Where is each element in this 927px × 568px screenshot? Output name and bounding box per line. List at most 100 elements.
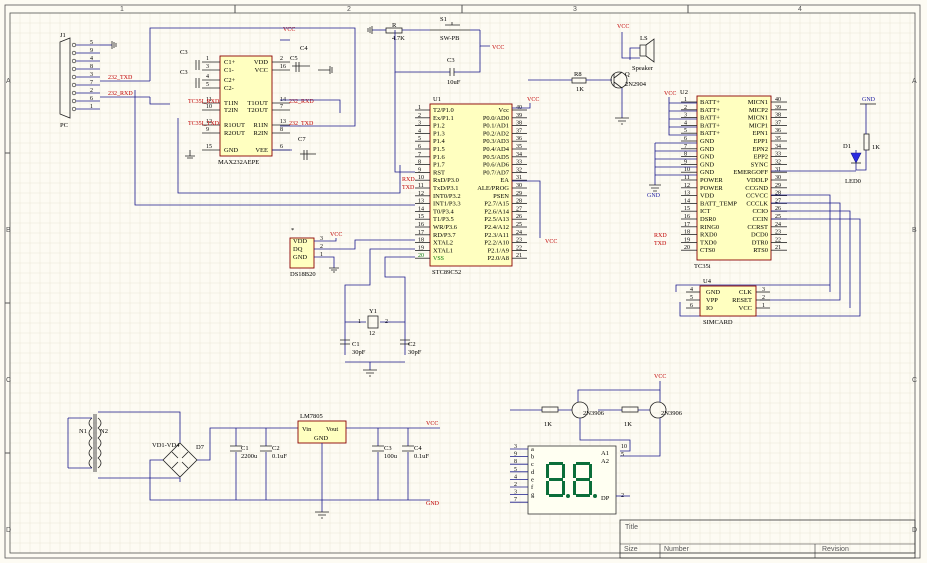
u2-pin-right-27: CCCLK [746, 200, 768, 207]
seg-pin-5: 5 [621, 452, 624, 458]
u2-pinnum-right-28: 28 [775, 191, 781, 197]
u2-pin-left-6: GND [700, 138, 714, 145]
u2-pin-right-21: RTS0 [753, 247, 768, 254]
u1-pin-right-36: P0.3/AD3 [483, 138, 509, 145]
u1-pin-left-15: T1/P3.5 [433, 216, 454, 223]
u1-pinnum-left-20: 20 [418, 253, 424, 259]
resistor-r8-value: 1K [576, 86, 584, 93]
u2-pin-left-19: TXD0 [700, 239, 717, 246]
u1-pinnum-left-1: 1 [418, 105, 421, 111]
u2-pinnum-left-18: 18 [684, 230, 690, 236]
u4-pinnum-left-2: 6 [690, 303, 693, 309]
u2-pinnum-left-2: 2 [684, 105, 687, 111]
max232-pin-vee: VEE [255, 147, 268, 154]
u2-name: TC35i [694, 263, 711, 270]
u1-pinnum-left-13: 13 [418, 199, 424, 205]
u1-pin-left-6: P1.5 [433, 146, 445, 153]
drawing-frame: 1 2 3 4 A B C D A B C D [4, 4, 921, 559]
u2-pinnum-left-16: 16 [684, 214, 690, 220]
u1-pin-left-10: RxD/P3.0 [433, 177, 459, 184]
seg-pinnum-5: 2 [514, 482, 517, 488]
u1-pin-left-9: RST [433, 169, 445, 176]
u1-pin-right-38: P0.1/AD1 [483, 123, 509, 130]
speaker-label: Speaker [632, 65, 654, 72]
cap-c2-power: C2 [272, 445, 280, 452]
u4-pin-reset: RESET [732, 297, 752, 304]
u2-pin-right-25: CCIN [752, 216, 768, 223]
crystal-pin-12: 12 [369, 331, 375, 337]
u2-pin-left-10: GND [700, 169, 714, 176]
u2-pin-right-37: MICP1 [749, 122, 768, 129]
j1-pin-8: 8 [90, 64, 93, 70]
max232-pin-vcc: VCC [255, 67, 268, 74]
u1-pin-right-32: P0.7/AD7 [483, 169, 510, 176]
u2-pin-left-5: BATT+ [700, 130, 720, 137]
led-label: LED0 [845, 178, 861, 185]
max232-pinnum-7: 9 [206, 127, 209, 133]
u1-pinnum-left-2: 2 [418, 113, 421, 119]
seg-1-4 [546, 481, 549, 495]
ds18b20-pinnum-1: 2 [320, 244, 323, 250]
max232-pinnum-0: 1 [206, 56, 209, 62]
j1-pin-1: 1 [90, 104, 93, 110]
max232-ic: C1+C1-C2+C2-T1INT2INR1OUTR2OUTGNDVDDVCCT… [134, 27, 415, 206]
u2-pinnum-right-37: 37 [775, 120, 781, 126]
u2-rxd-net: RXD [654, 233, 667, 239]
u2-pinnum-left-3: 3 [684, 113, 687, 119]
u1-pin-right-22: P2.1/A9 [488, 247, 510, 254]
seg-2-3 [576, 494, 590, 497]
max232-pinnum-8: 15 [206, 144, 212, 150]
u1-pinnum-right-21: 21 [516, 253, 522, 259]
led-gnd-label: GND [862, 97, 876, 103]
u1-pinnum-left-3: 3 [418, 121, 421, 127]
cap-c4-power-value: 0.1uF [414, 453, 429, 460]
u1-pin-right-28: P2.7/A15 [484, 201, 509, 208]
seg-pin-g: g [531, 492, 535, 499]
u2-pin-left-3: BATT+ [700, 115, 720, 122]
cap-c1-power: C1 [241, 445, 249, 452]
u2-pinnum-right-27: 27 [775, 198, 781, 204]
row-label-b: B [6, 227, 11, 234]
u2-pinnum-right-32: 32 [775, 159, 781, 165]
u2-body [696, 95, 772, 261]
switch-vcc-label: VCC [492, 45, 504, 51]
cap-c3-b: C3 [180, 69, 188, 76]
column-label-2: 2 [347, 6, 351, 13]
transformer-n1: N1 [79, 428, 87, 435]
row-label-d-right: D [912, 527, 917, 534]
u4-name: SIMCARD [703, 319, 733, 326]
crystal-pin-1: 1 [358, 319, 361, 325]
u4-pin-vcc: VCC [739, 305, 752, 312]
lm7805-vout: Vout [326, 426, 338, 433]
seg-dp-label: DP [601, 495, 610, 502]
u1-pinnum-right-36: 36 [516, 136, 522, 142]
u2-pinnum-left-14: 14 [684, 198, 690, 204]
seg-2-6 [576, 478, 590, 481]
u2-pinnum-right-31: 31 [775, 167, 781, 173]
u1-pinnum-right-33: 33 [516, 160, 522, 166]
row-label-b-right: B [912, 227, 917, 234]
row-label-c: C [6, 377, 11, 384]
u2-pin-left-15: ICT [700, 208, 711, 215]
max232-pin-t1in: T1IN [224, 100, 238, 107]
seg-2-1 [589, 464, 592, 478]
row-label-d: D [6, 527, 11, 534]
seg-a2-label: A2 [601, 458, 609, 465]
u2-pin-left-1: BATT+ [700, 99, 720, 106]
u1-pinnum-left-16: 16 [418, 222, 424, 228]
u2-pin-right-39: MICP2 [749, 107, 768, 114]
u4-pin-vpp: VPP [706, 297, 718, 304]
cap-c4-power: C4 [414, 445, 422, 452]
u1-pin-right-23: P2.2/A10 [484, 240, 509, 247]
u2-pin-left-8: GND [700, 154, 714, 161]
u1-pinnum-right-24: 24 [516, 230, 522, 236]
u1-pin-right-34: P0.5/AD5 [483, 154, 509, 161]
max232-pinnum-6: 12 [206, 119, 212, 125]
j1-pin-4: 4 [90, 56, 93, 62]
max232-pin-r1out: R1OUT [224, 122, 245, 129]
u1-pin-right-24: P2.3/A11 [485, 232, 510, 239]
max232-pin-c2-: C2- [224, 85, 234, 92]
row-label-a-right: A [912, 78, 917, 85]
u1-pinnum-right-29: 29 [516, 191, 522, 197]
